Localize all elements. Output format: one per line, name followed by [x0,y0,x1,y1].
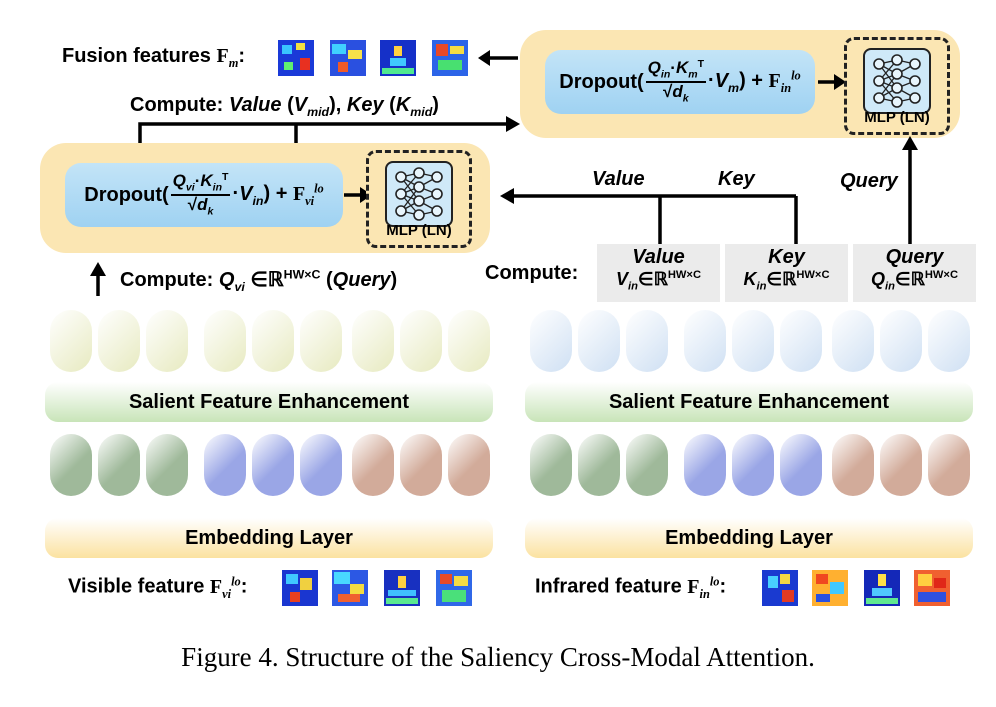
token [530,310,572,372]
value-box: Value Vin∈ℝHW×C [597,244,720,302]
token [300,310,342,372]
token [928,310,970,372]
token [300,434,342,496]
heatmap-thumbnail [436,570,472,606]
token [400,434,442,496]
mlp-box-mid: MLP (LN) [366,150,472,248]
token [832,434,874,496]
embedding-bar-infrared: Embedding Layer [525,518,973,558]
embedding-bar-visible: Embedding Layer [45,518,493,558]
visible-feature-label: Visible feature Fvilo: [68,574,248,601]
figure-caption: Figure 4. Structure of the Saliency Cros… [181,642,815,672]
heatmap-thumbnail [864,570,900,606]
token [880,434,922,496]
token [252,434,294,496]
token [780,310,822,372]
token [146,434,188,496]
token [578,434,620,496]
arrow-key-label: Key [718,168,755,190]
token [684,310,726,372]
heatmap-thumbnail [914,570,950,606]
mlp-label: MLP (LN) [386,222,452,239]
token [400,310,442,372]
heatmap-thumbnail [432,40,468,76]
token [98,434,140,496]
token [732,434,774,496]
token [832,310,874,372]
token [780,434,822,496]
compute-right-label: Compute: [485,262,579,284]
token [204,310,246,372]
token [448,310,490,372]
heatmap-thumbnail [278,40,314,76]
token [626,310,668,372]
heatmap-thumbnail [330,40,366,76]
token [352,434,394,496]
heatmap-thumbnail [332,570,368,606]
fusion-formula: Dropout( Qin·KmT √dk ·Vm) + Finlo [545,50,815,114]
arrow-query-label: Query [840,170,898,192]
visible-formula: Dropout( Qvi·KinT √dk ·Vin) + Fvilo [65,163,343,227]
token [732,310,774,372]
heatmap-thumbnail [282,570,318,606]
compute-query-label: Compute: Qvi ∈ℝHW×C (Query) [120,267,398,294]
heatmap-thumbnail [384,570,420,606]
token [50,310,92,372]
mlp-label: MLP (LN) [864,109,930,126]
token [252,310,294,372]
compute-value-key-label: Compute: Value (Vmid), Key (Kmid) [130,94,439,119]
token [928,434,970,496]
sfe-bar-infrared: Salient Feature Enhancement [525,382,973,422]
token [50,434,92,496]
fusion-features-label: Fusion features Fm: [62,45,246,70]
heatmap-thumbnail [380,40,416,76]
token [204,434,246,496]
token [880,310,922,372]
token [578,310,620,372]
token [352,310,394,372]
arrow-icon [818,74,846,90]
arrow-value-label: Value [592,168,645,190]
neural-network-icon [385,161,453,227]
heatmap-thumbnail [762,570,798,606]
sfe-bar-visible: Salient Feature Enhancement [45,382,493,422]
arrow-icon [478,50,518,66]
token [530,434,572,496]
token [98,310,140,372]
token [448,434,490,496]
infrared-feature-label: Infrared feature Finlo: [535,574,727,601]
token [684,434,726,496]
query-box: Query Qin∈ℝHW×C [853,244,976,302]
key-box: Key Kin∈ℝHW×C [725,244,848,302]
token [626,434,668,496]
neural-network-icon [863,48,931,114]
mlp-box-top: MLP (LN) [844,37,950,135]
heatmap-thumbnail [812,570,848,606]
token [146,310,188,372]
